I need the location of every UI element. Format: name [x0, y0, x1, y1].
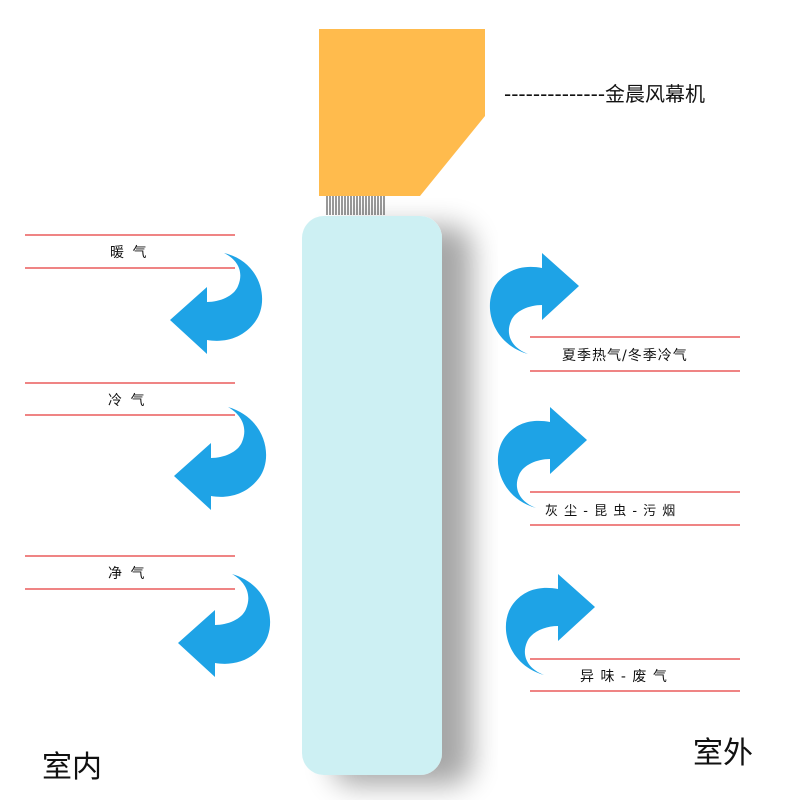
indoor-label-cooling: 冷 气	[108, 393, 147, 409]
indoor-arrow-3	[178, 574, 271, 677]
outdoor-label-lines	[530, 336, 740, 692]
outdoor-title: 室外	[693, 736, 753, 771]
indoor-label-clean-air: 净 气	[108, 566, 147, 582]
outdoor-arrow-2	[497, 407, 587, 508]
air-vent-grille	[326, 196, 385, 215]
outdoor-arrows	[489, 253, 595, 675]
indoor-arrow-1	[170, 253, 263, 354]
indoor-arrow-2	[174, 407, 267, 510]
indoor-arrows	[170, 253, 271, 677]
indoor-title: 室内	[42, 750, 102, 785]
indoor-label-lines	[25, 234, 235, 590]
outdoor-label-odor-exhaust: 异 味 - 废 气	[580, 669, 668, 685]
outdoor-label-hot-cold-air: 夏季热气/冬季冷气	[562, 348, 688, 364]
machine-brand-label: --------------金晨风幕机	[504, 82, 706, 106]
indoor-label-heating: 暖 气	[110, 245, 149, 261]
air-curtain-column	[302, 216, 442, 775]
outdoor-arrow-3	[505, 574, 595, 675]
outdoor-label-dust-insects-smoke: 灰 尘 - 昆 虫 - 污 烟	[545, 504, 677, 519]
outdoor-arrow-1	[489, 253, 579, 354]
air-curtain-machine-head	[319, 29, 485, 196]
